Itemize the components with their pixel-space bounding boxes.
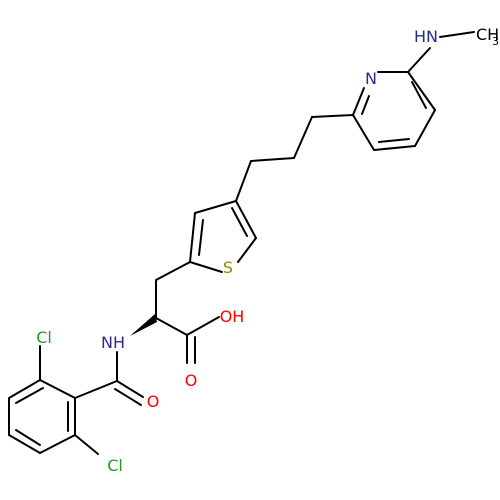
bond bbox=[235, 160, 252, 202]
hydroxyl-label: OH bbox=[220, 307, 245, 326]
bond bbox=[378, 138, 410, 143]
bond bbox=[311, 114, 354, 118]
bond bbox=[198, 219, 204, 256]
sulfur-label: S bbox=[223, 258, 233, 277]
bond bbox=[189, 261, 223, 273]
bond bbox=[407, 47, 431, 73]
methyl-label: CH bbox=[476, 25, 499, 44]
bond bbox=[114, 388, 142, 406]
bond bbox=[352, 114, 375, 151]
chlorine-label-bottom: Cl bbox=[107, 456, 123, 475]
methyl-subscript: 3 bbox=[492, 35, 499, 48]
bond bbox=[352, 87, 365, 116]
bond bbox=[74, 380, 118, 399]
amine-nh-label: HN bbox=[414, 27, 438, 46]
bond bbox=[155, 261, 191, 281]
bond bbox=[231, 207, 248, 237]
bond bbox=[8, 434, 41, 454]
chlorine-label-top: Cl bbox=[36, 328, 52, 347]
bond bbox=[74, 434, 99, 455]
thiophene-ring bbox=[189, 200, 257, 273]
bond bbox=[373, 145, 416, 151]
bond bbox=[189, 212, 196, 263]
bond bbox=[237, 237, 257, 263]
bond bbox=[361, 95, 370, 115]
bond bbox=[407, 71, 436, 111]
bond bbox=[194, 200, 237, 214]
bond bbox=[235, 200, 257, 239]
bond bbox=[439, 31, 475, 38]
bond bbox=[186, 316, 220, 336]
benzene-ring bbox=[8, 379, 76, 454]
bond bbox=[15, 429, 41, 446]
bond bbox=[414, 109, 436, 147]
bond bbox=[39, 379, 76, 399]
carbonyl-oxygen-label: O bbox=[147, 392, 160, 411]
bond bbox=[116, 380, 144, 398]
pyridine-ring bbox=[352, 71, 436, 151]
bond bbox=[250, 157, 295, 162]
bond bbox=[293, 116, 313, 159]
bond bbox=[8, 379, 41, 399]
bond bbox=[155, 317, 188, 336]
bond bbox=[411, 81, 427, 109]
pyridine-nitrogen-label: N bbox=[365, 69, 377, 88]
bond bbox=[15, 387, 44, 404]
wedge-bond bbox=[130, 314, 157, 336]
acid-oxygen-label: O bbox=[185, 371, 198, 390]
bond bbox=[39, 434, 76, 454]
amide-nh-label: NH bbox=[101, 333, 125, 352]
